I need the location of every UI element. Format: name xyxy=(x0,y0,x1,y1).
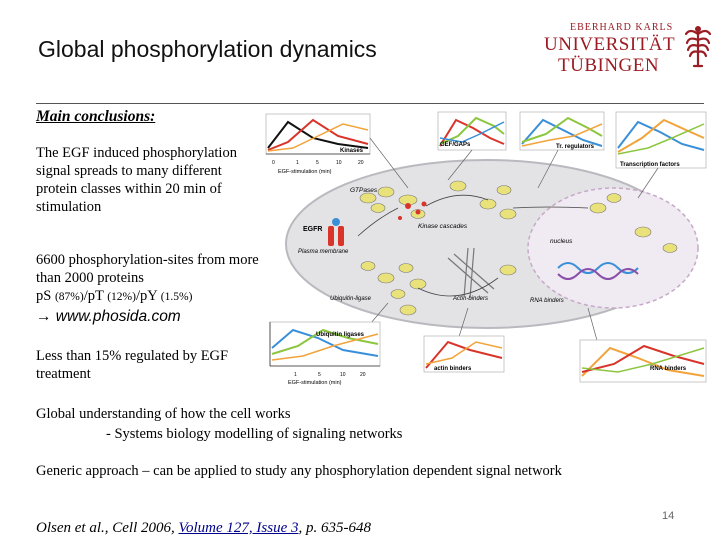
ubiquitin-ligases-label: Ubiquitin ligases xyxy=(316,332,365,338)
svg-text:1: 1 xyxy=(294,372,297,378)
rna-binders-chart: RNA binders xyxy=(579,339,707,383)
citation-suffix: , p. 635-648 xyxy=(298,520,372,536)
svg-text:10: 10 xyxy=(340,372,346,378)
protein-nodes xyxy=(359,180,678,316)
logo-line-2: UNIVERSITÄT xyxy=(544,34,676,55)
conclusion-point-3: Less than 15% regulated by EGF treatment xyxy=(36,348,229,382)
transcription-factors-label: Transcription factors xyxy=(620,162,680,168)
actin-filament-icon xyxy=(447,247,495,299)
transcription-factors-chart: Transcription factors xyxy=(615,111,707,169)
actin-binders-chart: actin binders xyxy=(423,335,505,373)
svg-text:20: 20 xyxy=(358,160,364,166)
citation-prefix: Olsen et al., Cell 2006, xyxy=(36,520,179,536)
logo-line-1: EBERHARD KARLS xyxy=(570,22,674,33)
header-divider xyxy=(36,103,704,104)
ubiquitin-ligase-inner-label: Ubiquitin-ligase xyxy=(330,296,372,302)
tr-regulators-label: Tr. regulators xyxy=(556,144,595,150)
ratio-ps-pct: (87%) xyxy=(54,291,84,303)
egf-time-bottom-label: EGF-stimulation (min) xyxy=(288,380,342,386)
university-logo: EBERHARD KARLS UNIVERSITÄT TÜBINGEN xyxy=(544,22,714,78)
logo-line-3: TÜBINGEN xyxy=(558,55,660,76)
actin-binders-label: actin binders xyxy=(434,366,472,372)
generic-approach-text: Generic approach – can be applied to stu… xyxy=(36,463,562,479)
citation: Olsen et al., Cell 2006, Volume 127, Iss… xyxy=(36,520,371,537)
conclusion-point-2-main: 6600 phosphorylation-sites from more tha… xyxy=(36,252,259,286)
actin-binders-inner-label: Actin-binders xyxy=(452,296,488,302)
svg-text:10: 10 xyxy=(336,160,342,166)
signaling-network-figure: 0 1 5 10 20 EGF-stimulation (min) Kinase… xyxy=(265,111,707,386)
svg-text:5: 5 xyxy=(316,160,319,166)
understanding-line-2: - Systems biology modelling of signaling… xyxy=(106,426,403,442)
ubiquitin-ligases-chart: 1 5 10 20 EGF-stimulation (min) Ubiquiti… xyxy=(269,321,381,386)
egfr-label: EGFR xyxy=(303,226,322,233)
kinase-cascades-label: Kinase cascades xyxy=(418,223,468,230)
ratio-pt-pct: (12%) xyxy=(107,291,136,303)
rna-binders-inner-label: RNA binders xyxy=(530,298,564,304)
svg-text:20: 20 xyxy=(360,372,366,378)
svg-text:0: 0 xyxy=(272,160,275,166)
nucleus-label: nucleus xyxy=(550,238,573,245)
plasma-membrane-label: Plasma membrane xyxy=(298,249,349,255)
palm-tree-icon xyxy=(684,26,712,68)
ratio-ps: pS xyxy=(36,288,52,304)
egf-time-top-label: EGF-stimulation (min) xyxy=(278,169,332,175)
kinases-label: Kinases xyxy=(340,148,364,154)
ratio-py-pct: (1.5%) xyxy=(160,291,193,303)
kinases-timecourse-chart: 0 1 5 10 20 EGF-stimulation (min) Kinase… xyxy=(265,113,371,175)
conclusion-point-2: 6600 phosphorylation-sites from more tha… xyxy=(36,251,276,306)
egfr-receptor-icon xyxy=(328,218,344,246)
conclusions-heading: Main conclusions: xyxy=(36,108,156,125)
slide-number: 14 xyxy=(662,510,675,522)
svg-text:1: 1 xyxy=(296,160,299,166)
gtpases-label: GTPases xyxy=(350,187,378,194)
ratio-py: /pY xyxy=(135,288,158,304)
understanding-line-1: Global understanding of how the cell wor… xyxy=(36,406,291,422)
conclusion-point-1: The EGF induced phosphorylation signal s… xyxy=(36,145,237,215)
gef-gaps-chart: GEF/GAPs xyxy=(437,111,507,151)
dna-strand-icon xyxy=(557,262,639,280)
svg-text:5: 5 xyxy=(318,372,321,378)
rna-binders-label: RNA binders xyxy=(650,366,687,372)
gef-gaps-label: GEF/GAPs xyxy=(440,142,471,148)
page-title: Global phosphorylation dynamics xyxy=(38,36,377,62)
phosida-link[interactable]: → www.phosida.com xyxy=(36,308,181,325)
tr-regulators-chart: Tr. regulators xyxy=(519,111,605,151)
citation-volume-link[interactable]: Volume 127, Issue 3 xyxy=(178,520,299,536)
ratio-pt: /pT xyxy=(83,288,104,304)
